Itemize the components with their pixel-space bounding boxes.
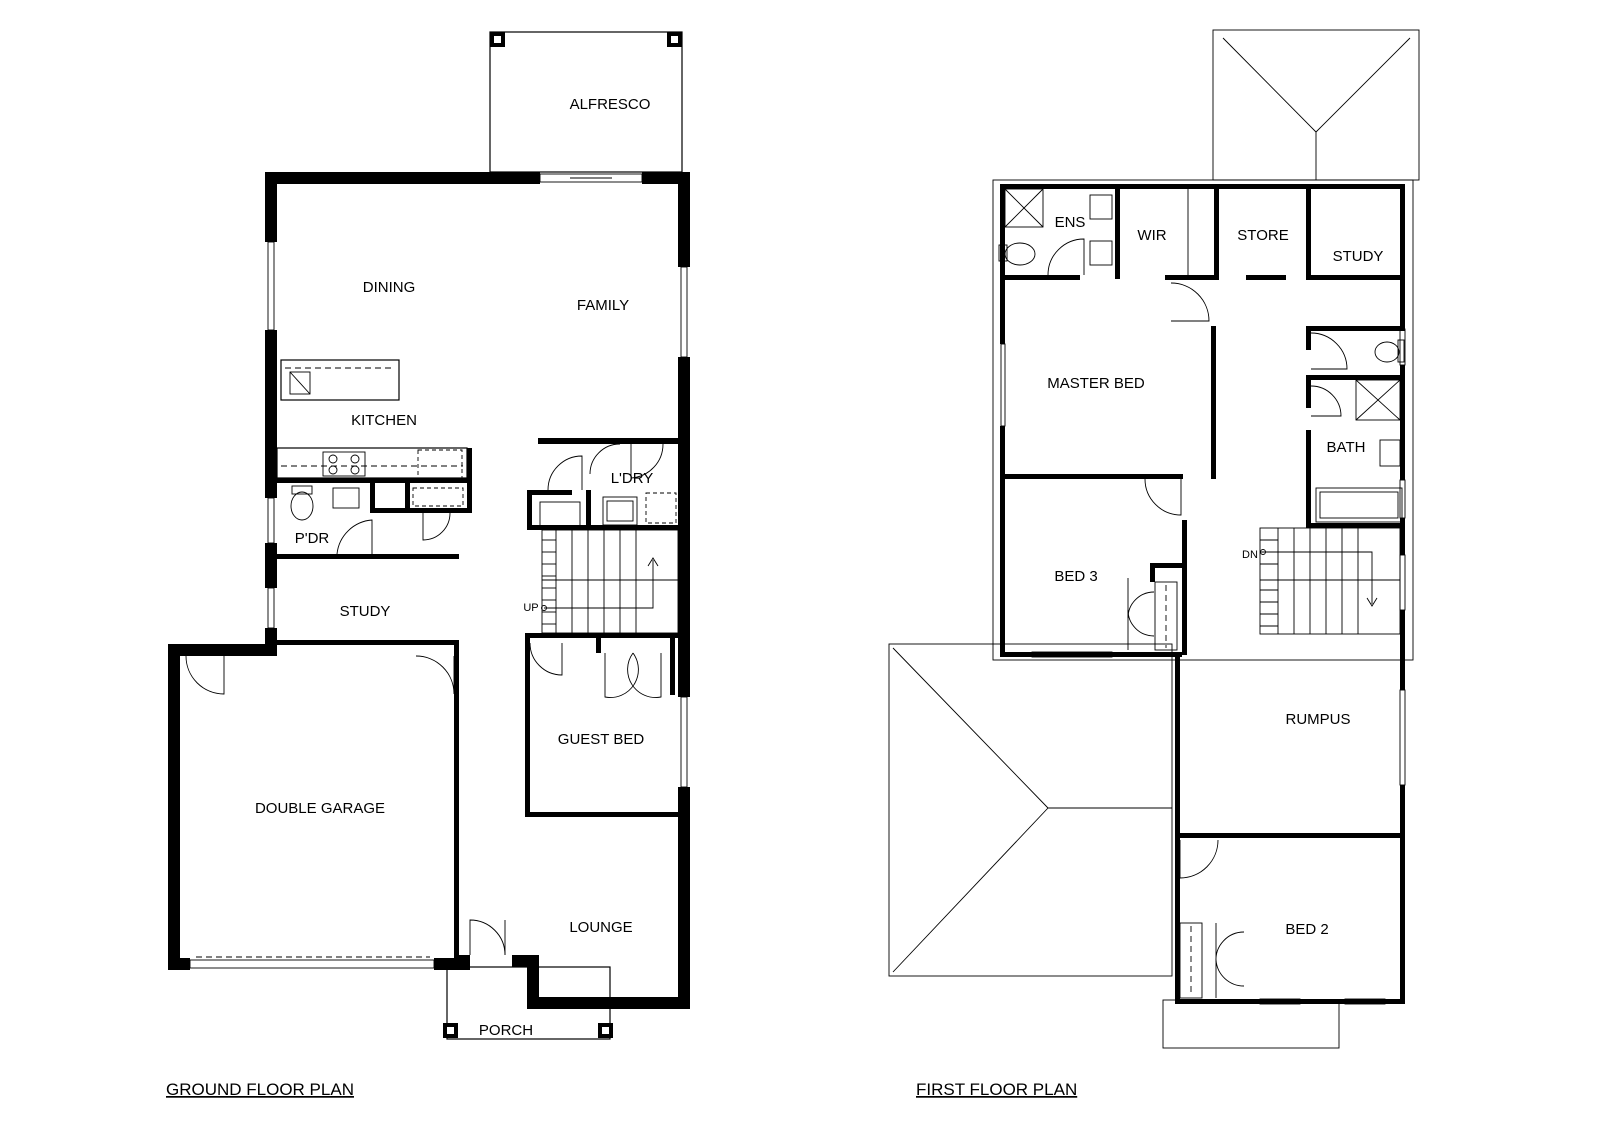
ground-floor-plan (168, 31, 690, 1040)
ground-interior-walls (277, 438, 690, 958)
ensuite-fixtures (998, 188, 1210, 322)
room-label-laundry: L'DRY (611, 470, 654, 487)
stair-label-up: UP (523, 602, 538, 614)
room-label-ground-study: STUDY (340, 603, 391, 620)
ground-exterior-walls (168, 172, 690, 1009)
room-label-rumpus: RUMPUS (1285, 711, 1350, 728)
first-exterior-walls (1000, 184, 1406, 1005)
room-label-bed3: BED 3 (1054, 568, 1097, 585)
first-floor-outline (992, 179, 1414, 661)
room-label-porch: PORCH (479, 1022, 533, 1039)
porch-area (443, 919, 613, 1040)
room-label-double-garage: DOUBLE GARAGE (255, 800, 385, 817)
roof-garage (888, 643, 1173, 977)
room-label-store: STORE (1237, 227, 1288, 244)
roof-top (1212, 29, 1420, 181)
room-label-bed2: BED 2 (1285, 921, 1328, 938)
ground-stairs (541, 529, 679, 634)
room-label-bath: BATH (1327, 439, 1366, 456)
room-label-powder: P'DR (295, 530, 330, 547)
room-label-alfresco: ALFRESCO (570, 96, 651, 113)
first-floor-plan (888, 29, 1420, 1049)
laundry-fixtures (539, 443, 677, 527)
bathroom-fixtures (1310, 332, 1405, 523)
roof-lounge (1162, 999, 1340, 1049)
first-stairs (1259, 527, 1401, 635)
ground-floor-title: GROUND FLOOR PLAN (166, 1080, 354, 1099)
room-label-wir: WIR (1137, 227, 1166, 244)
room-label-ensuite: ENS (1055, 214, 1086, 231)
room-label-lounge: LOUNGE (569, 919, 632, 936)
alfresco-area (489, 31, 683, 173)
room-label-dining: DINING (363, 279, 416, 296)
room-label-first-study: STUDY (1333, 248, 1384, 265)
room-label-guest-bed: GUEST BED (558, 731, 645, 748)
room-label-family: FAMILY (577, 297, 629, 314)
kitchen-fixtures (276, 359, 468, 555)
stair-label-dn: DN (1242, 549, 1258, 561)
first-floor-title: FIRST FLOOR PLAN (916, 1080, 1077, 1099)
room-label-kitchen: KITCHEN (351, 412, 417, 429)
first-interior-walls (1000, 184, 1405, 923)
first-doors (1127, 478, 1245, 999)
room-label-master-bed: MASTER BED (1047, 375, 1145, 392)
ground-doors (185, 642, 662, 698)
